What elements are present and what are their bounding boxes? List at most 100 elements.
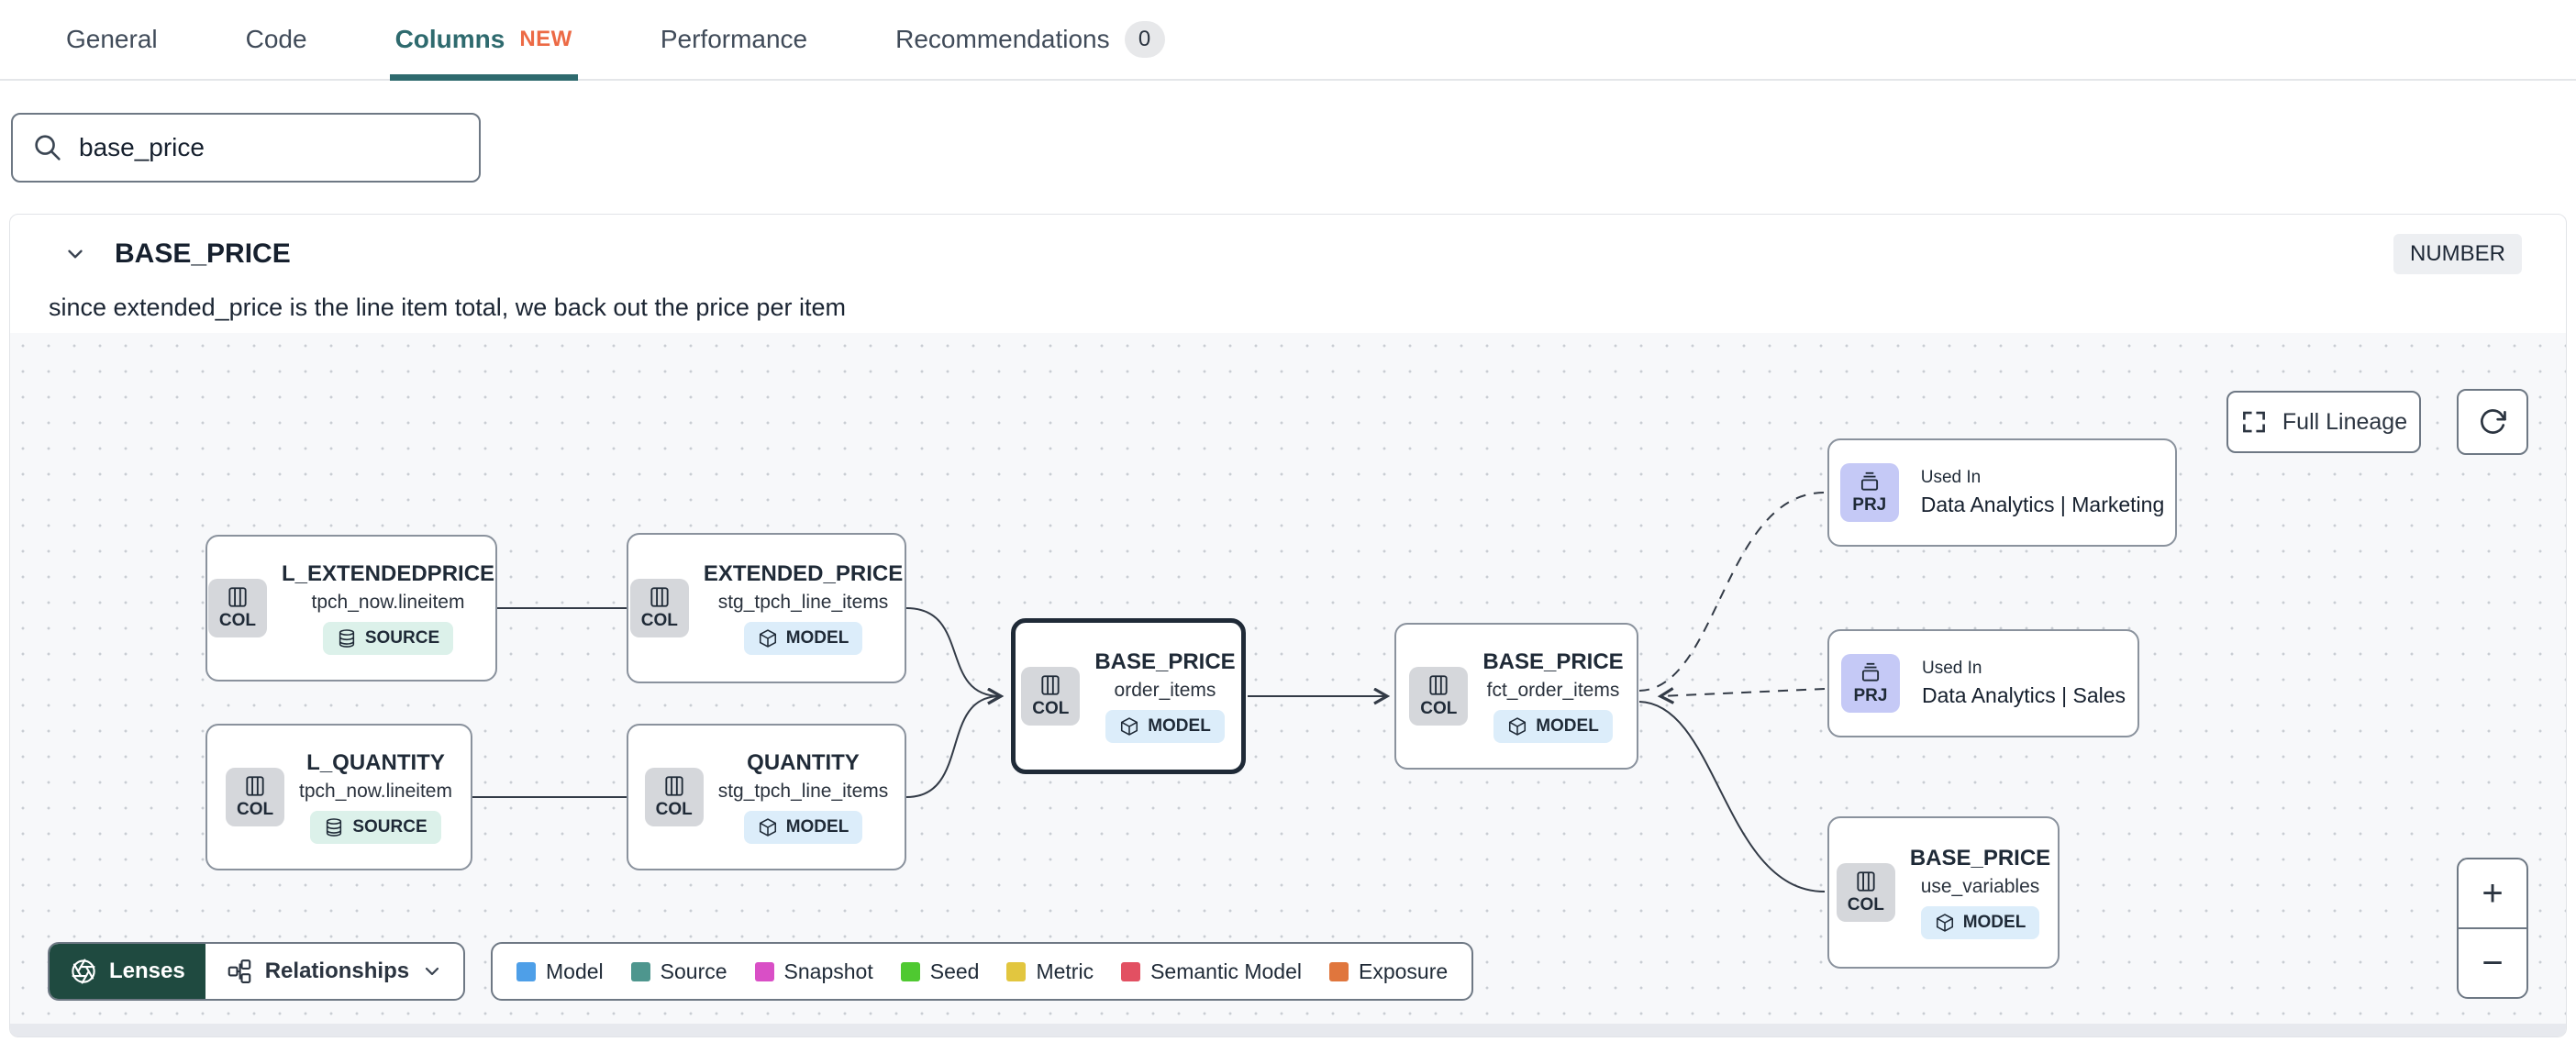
column-kind-badge: COL [226, 768, 285, 826]
node-subtitle: stg_tpch_line_items [717, 781, 889, 802]
legend-swatch [900, 961, 920, 981]
used-in-label: Used In [1921, 659, 1982, 678]
lineage-node-used-in-marketing[interactable]: PRJ Used In Data Analytics | Marketing [1827, 438, 2177, 547]
project-kind-badge: PRJ [1840, 654, 1900, 713]
lineage-canvas[interactable]: COL L_EXTENDEDPRICE tpch_now.lineitem SO… [10, 333, 2566, 1025]
node-subtitle: use_variables [1920, 876, 2040, 897]
database-icon [339, 629, 354, 648]
tab-columns[interactable]: Columns NEW [389, 0, 579, 81]
columns-icon [650, 587, 669, 607]
tab-general[interactable]: General [66, 25, 158, 53]
lineage-node-used-in-sales[interactable]: PRJ Used In Data Analytics | Sales [1827, 629, 2139, 737]
columns-icon [1857, 871, 1875, 892]
cube-icon [1121, 717, 1138, 736]
legend-item-model: Model [516, 959, 604, 984]
node-title: Data Analytics | Marketing [1920, 493, 2165, 516]
zoom-in-button[interactable]: + [2459, 859, 2526, 929]
legend-swatch [1329, 961, 1349, 981]
node-title: L_QUANTITY [306, 750, 445, 775]
tab-performance[interactable]: Performance [660, 25, 808, 53]
source-badge: SOURCE [310, 811, 441, 844]
chevron-down-icon[interactable] [63, 242, 87, 266]
lenses-button[interactable]: Lenses [50, 944, 205, 999]
refresh-button[interactable] [2457, 389, 2528, 455]
column-kind-badge: COL [1409, 667, 1469, 726]
lineage-node-base-price-order-items[interactable]: COL BASE_PRICE order_items MODEL [1011, 618, 1246, 774]
columns-icon [665, 776, 683, 796]
zoom-out-button[interactable]: − [2482, 942, 2504, 983]
panel-bottom-strip [10, 1024, 2566, 1036]
legend-swatch [630, 961, 650, 981]
legend-swatch [1006, 961, 1027, 981]
tab-code[interactable]: Code [245, 25, 307, 53]
legend-item-snapshot: Snapshot [754, 959, 873, 984]
column-name: BASE_PRICE [115, 238, 291, 269]
database-icon [327, 818, 342, 837]
model-badge: MODEL [1493, 710, 1613, 743]
lineage-node-base-price-fct-order-items[interactable]: COL BASE_PRICE fct_order_items MODEL [1394, 623, 1638, 770]
columns-icon [228, 587, 247, 607]
node-title: BASE_PRICE [1482, 649, 1624, 674]
project-kind-badge: PRJ [1839, 463, 1899, 522]
columns-icon [246, 776, 264, 796]
node-subtitle: fct_order_items [1486, 680, 1620, 701]
tab-recommendations[interactable]: Recommendations 0 [895, 0, 1165, 79]
cube-icon [759, 818, 776, 837]
lineage-node-base-price-use-variables[interactable]: COL BASE_PRICE use_variables MODEL [1827, 816, 2060, 969]
source-badge: SOURCE [322, 622, 454, 655]
cube-icon [1509, 717, 1527, 736]
legend-item-seed: Seed [900, 959, 979, 984]
model-badge: MODEL [1920, 906, 2040, 939]
model-badge: MODEL [743, 811, 863, 844]
node-subtitle: stg_tpch_line_items [717, 592, 889, 613]
cube-icon [759, 629, 776, 648]
legend-item-metric: Metric [1006, 959, 1094, 984]
node-title: L_EXTENDEDPRICE [281, 561, 495, 586]
node-title: Data Analytics | Sales [1921, 683, 2126, 707]
expand-icon [2242, 411, 2265, 433]
lineage-node-l-extendedprice[interactable]: COL L_EXTENDEDPRICE tpch_now.lineitem SO… [205, 535, 497, 682]
column-kind-badge: COL [644, 768, 704, 826]
new-badge: NEW [519, 27, 572, 51]
column-search [11, 113, 481, 183]
model-badge: MODEL [743, 622, 863, 655]
node-title: EXTENDED_PRICE [703, 561, 904, 586]
data-type-badge: NUMBER [2393, 234, 2522, 274]
model-badge: MODEL [1105, 710, 1225, 743]
column-panel-header: BASE_PRICE NUMBER [63, 227, 2522, 281]
search-input[interactable] [79, 133, 459, 162]
aperture-icon [72, 959, 95, 984]
hierarchy-icon [228, 959, 251, 983]
column-kind-badge: COL [1836, 863, 1895, 922]
legend-swatch [754, 961, 774, 981]
refresh-icon [2481, 409, 2506, 434]
columns-icon [1041, 675, 1060, 695]
lenses-toolbar: Lenses Relationships [48, 942, 466, 1001]
node-title: QUANTITY [747, 750, 860, 775]
lineage-node-l-quantity[interactable]: COL L_QUANTITY tpch_now.lineitem SOURCE [205, 724, 472, 870]
archive-icon [1861, 662, 1880, 682]
columns-icon [1429, 675, 1448, 695]
legend-item-source: Source [630, 959, 727, 984]
zoom-controls: + − [2457, 858, 2528, 999]
relationships-dropdown[interactable]: Relationships [205, 944, 463, 999]
node-subtitle: order_items [1114, 680, 1216, 701]
lineage-node-extended-price[interactable]: COL EXTENDED_PRICE stg_tpch_line_items M… [627, 533, 906, 683]
chevron-down-icon [425, 967, 439, 976]
column-kind-badge: COL [1021, 667, 1081, 726]
column-kind-badge: COL [207, 579, 267, 637]
column-kind-badge: COL [629, 579, 689, 637]
full-lineage-button[interactable]: Full Lineage [2226, 391, 2421, 453]
used-in-label: Used In [1920, 468, 1982, 487]
legend-swatch [516, 961, 536, 981]
legend-item-semantic-model: Semantic Model [1121, 959, 1302, 984]
lineage-node-quantity[interactable]: COL QUANTITY stg_tpch_line_items MODEL [627, 724, 906, 870]
column-description: since extended_price is the line item to… [49, 294, 846, 321]
node-subtitle: tpch_now.lineitem [299, 781, 452, 802]
lineage-legend: Model Source Snapshot Seed Metric Semant… [491, 942, 1474, 1001]
search-icon [35, 135, 61, 161]
node-title: BASE_PRICE [1094, 649, 1236, 674]
recommendations-count-badge: 0 [1124, 21, 1165, 58]
tab-bar: General Code Columns NEW Performance Rec… [0, 0, 2576, 81]
